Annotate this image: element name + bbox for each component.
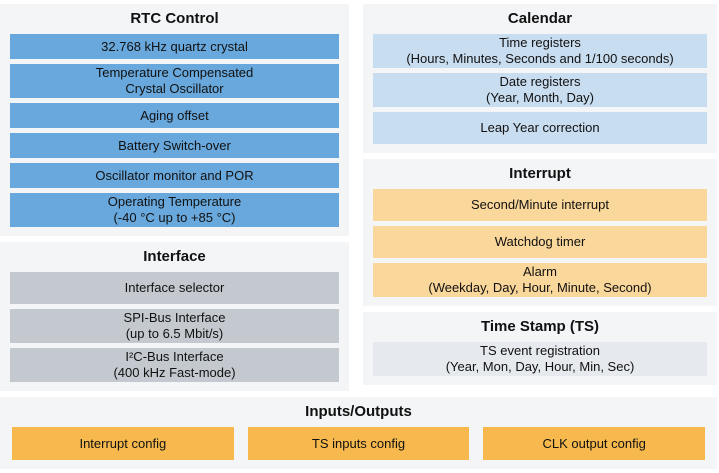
section-title-rtc-control: RTC Control (130, 10, 219, 27)
box-alarm: Alarm (Weekday, Day, Hour, Minute, Secon… (373, 263, 707, 297)
section-calendar: Calendar Time registers (Hours, Minutes,… (363, 4, 717, 153)
box-ts-inputs-config: TS inputs config (247, 427, 470, 460)
box-aging-offset: Aging offset (10, 103, 339, 128)
calendar-boxes: Time registers (Hours, Minutes, Seconds … (373, 34, 707, 144)
box-quartz-crystal: 32.768 kHz quartz crystal (10, 34, 339, 59)
time-stamp-boxes: TS event registration (Year, Mon, Day, H… (373, 342, 707, 376)
box-interface-selector: Interface selector (10, 272, 339, 304)
box-ts-event-registration: TS event registration (Year, Mon, Day, H… (373, 342, 707, 376)
section-time-stamp: Time Stamp (TS) TS event registration (Y… (363, 312, 717, 385)
right-column: Calendar Time registers (Hours, Minutes,… (363, 4, 717, 391)
section-title-inputs-outputs: Inputs/Outputs (305, 403, 412, 420)
left-column: RTC Control 32.768 kHz quartz crystal Te… (0, 4, 349, 391)
section-rtc-control: RTC Control 32.768 kHz quartz crystal Te… (0, 4, 349, 236)
section-interface: Interface Interface selector SPI-Bus Int… (0, 242, 349, 391)
section-interrupt: Interrupt Second/Minute interrupt Watchd… (363, 159, 717, 306)
box-operating-temperature: Operating Temperature (-40 °C up to +85 … (10, 193, 339, 227)
section-title-interrupt: Interrupt (509, 165, 571, 182)
section-title-calendar: Calendar (507, 10, 573, 27)
diagram-columns: RTC Control 32.768 kHz quartz crystal Te… (0, 4, 717, 391)
inputs-outputs-boxes: Interrupt config TS inputs config CLK ou… (12, 427, 706, 460)
rtc-control-boxes: 32.768 kHz quartz crystal Temperature Co… (10, 34, 339, 227)
box-oscillator-monitor: Oscillator monitor and POR (10, 163, 339, 188)
box-interrupt-config: Interrupt config (12, 427, 234, 460)
interface-boxes: Interface selector SPI-Bus Interface (up… (10, 272, 339, 382)
box-date-registers: Date registers (Year, Month, Day) (373, 73, 707, 107)
section-inputs-outputs: Inputs/Outputs Interrupt config TS input… (0, 397, 717, 469)
box-battery-switchover: Battery Switch-over (10, 133, 339, 158)
box-i2c-bus: I²C-Bus Interface (400 kHz Fast-mode) (10, 348, 339, 382)
box-clk-output-config: CLK output config (483, 427, 706, 460)
box-leap-year: Leap Year correction (373, 112, 707, 144)
box-time-registers: Time registers (Hours, Minutes, Seconds … (373, 34, 707, 68)
box-second-minute-interrupt: Second/Minute interrupt (373, 189, 707, 221)
box-watchdog-timer: Watchdog timer (373, 226, 707, 258)
section-title-interface: Interface (143, 248, 206, 265)
section-title-time-stamp: Time Stamp (TS) (480, 318, 600, 335)
box-tcxo: Temperature Compensated Crystal Oscillat… (10, 64, 339, 98)
interrupt-boxes: Second/Minute interrupt Watchdog timer A… (373, 189, 707, 297)
box-spi-bus: SPI-Bus Interface (up to 6.5 Mbit/s) (10, 309, 339, 343)
